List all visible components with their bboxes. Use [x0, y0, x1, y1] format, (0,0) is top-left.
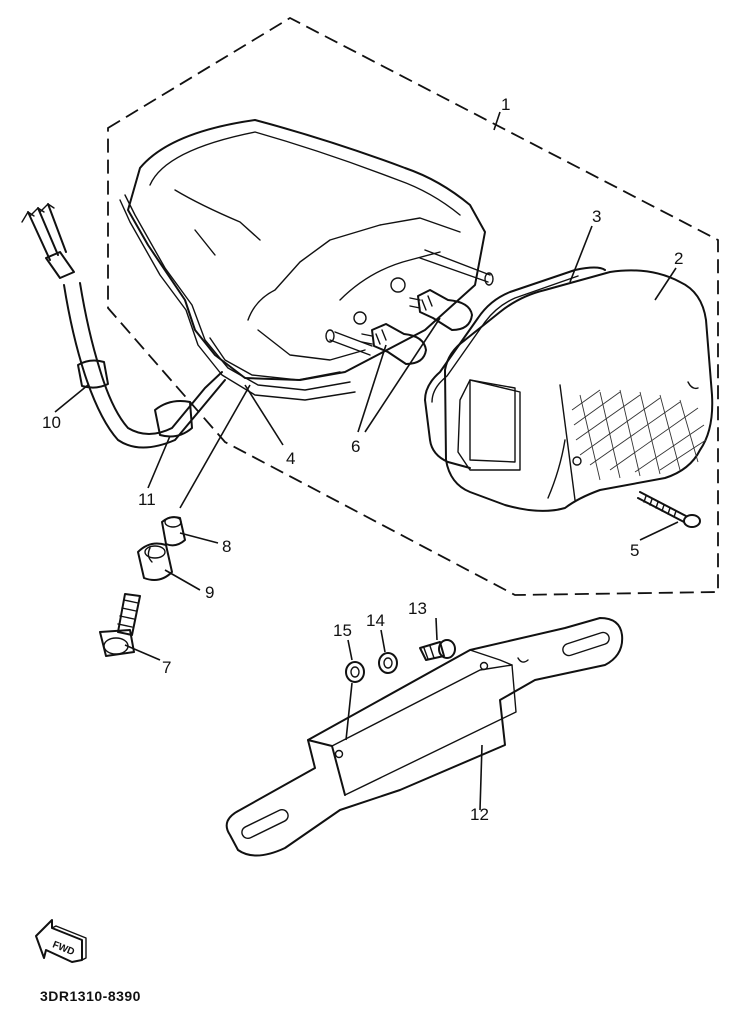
callout-15: 15: [333, 621, 352, 640]
callout-2: 2: [674, 249, 683, 268]
bulb-lower: [361, 323, 427, 365]
mount-bolt: [99, 593, 141, 657]
damper: [137, 542, 173, 581]
license-bracket: [225, 617, 624, 857]
leader-lines: [54, 111, 679, 811]
diagram-code: 3DR1310-8390: [40, 988, 141, 1004]
plate-bolt: [419, 639, 456, 661]
callout-5: 5: [630, 541, 639, 560]
callout-4: 4: [286, 449, 295, 468]
callout-10: 10: [42, 413, 61, 432]
callout-12: 12: [470, 805, 489, 824]
grommet-small: [161, 516, 186, 547]
lens: [444, 269, 714, 512]
wire-harness: [21, 203, 226, 449]
bulbs: [361, 289, 473, 365]
callout-9: 9: [205, 583, 214, 602]
callout-14: 14: [366, 611, 385, 630]
tail-light-base: [119, 119, 494, 401]
assembly-boundary: [107, 16, 719, 596]
callout-1: 1: [501, 95, 510, 114]
callout-labels: 1 2 3 4 5 6 7 8 9 10 11 12 13 14 15: [42, 95, 683, 824]
callout-8: 8: [222, 537, 231, 556]
lens-screw: [637, 491, 701, 528]
callout-11: 11: [138, 490, 156, 509]
fwd-label: FWD: [51, 939, 76, 958]
lens-gasket: [424, 266, 606, 469]
lock-washer: [378, 652, 398, 674]
bulb-upper: [409, 289, 473, 331]
callout-6: 6: [351, 437, 360, 456]
lens-hatch: [571, 389, 707, 481]
callout-7: 7: [162, 658, 171, 677]
callout-13: 13: [408, 599, 427, 618]
plain-washer: [345, 661, 365, 683]
callout-3: 3: [592, 207, 601, 226]
fwd-arrow-icon: FWD: [35, 919, 87, 963]
